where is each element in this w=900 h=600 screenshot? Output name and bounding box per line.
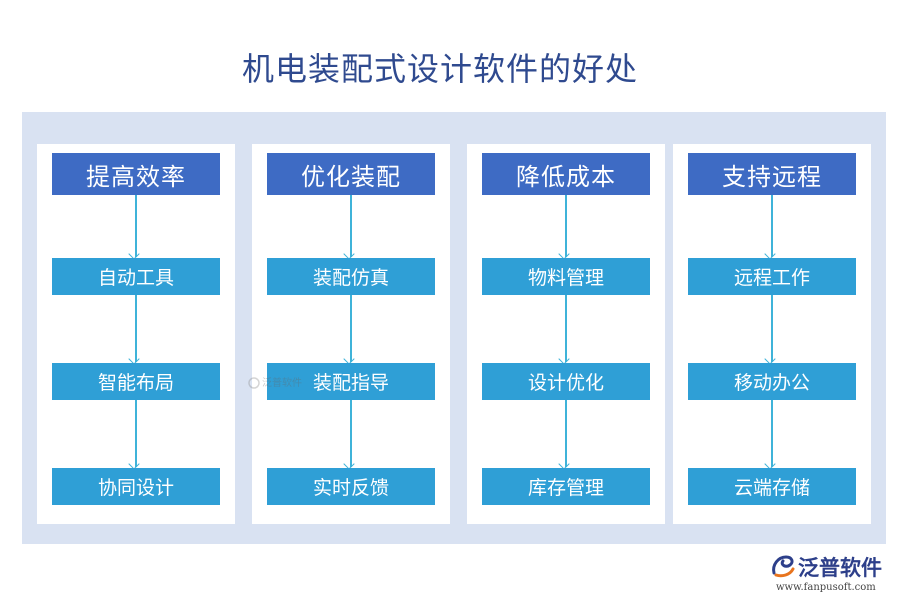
column-header: 支持远程 [688, 153, 856, 195]
down-arrow-icon [771, 195, 773, 257]
down-arrow-icon [771, 295, 773, 362]
page-title: 机电装配式设计软件的好处 [241, 50, 638, 88]
benefit-item: 库存管理 [482, 468, 650, 505]
down-arrow-icon [135, 195, 137, 257]
benefit-item: 自动工具 [52, 258, 220, 295]
down-arrow-icon [135, 400, 137, 467]
brand-logo: 泛普软件 www.fanpusoft.com [770, 551, 895, 595]
down-arrow-icon [350, 295, 352, 362]
column-remote: 支持远程 远程工作 移动办公 云端存储 [673, 144, 871, 524]
benefit-item: 移动办公 [688, 363, 856, 400]
column-header: 提高效率 [52, 153, 220, 195]
watermark: 泛普软件 [248, 374, 310, 389]
brand-url: www.fanpusoft.com [776, 582, 876, 593]
column-assembly: 优化装配 装配仿真 装配指导 实时反馈 [252, 144, 450, 524]
benefit-item: 设计优化 [482, 363, 650, 400]
brand-name: 泛普软件 [798, 556, 882, 580]
benefit-item: 云端存储 [688, 468, 856, 505]
benefit-item: 物料管理 [482, 258, 650, 295]
down-arrow-icon [565, 400, 567, 467]
benefit-item: 装配指导 [267, 363, 435, 400]
column-efficiency: 提高效率 自动工具 智能布局 协同设计 [37, 144, 235, 524]
down-arrow-icon [565, 295, 567, 362]
down-arrow-icon [135, 295, 137, 362]
down-arrow-icon [565, 195, 567, 257]
down-arrow-icon [771, 400, 773, 467]
benefit-item: 智能布局 [52, 363, 220, 400]
down-arrow-icon [350, 195, 352, 257]
fanpu-logo-icon [248, 377, 260, 389]
down-arrow-icon [350, 400, 352, 467]
column-header: 降低成本 [482, 153, 650, 195]
benefit-item: 装配仿真 [267, 258, 435, 295]
watermark-text: 泛普软件 [262, 378, 302, 389]
fanpu-logo-icon [772, 555, 795, 578]
column-header: 优化装配 [267, 153, 435, 195]
benefit-item: 实时反馈 [267, 468, 435, 505]
column-cost: 降低成本 物料管理 设计优化 库存管理 [467, 144, 665, 524]
benefit-item: 协同设计 [52, 468, 220, 505]
benefit-item: 远程工作 [688, 258, 856, 295]
